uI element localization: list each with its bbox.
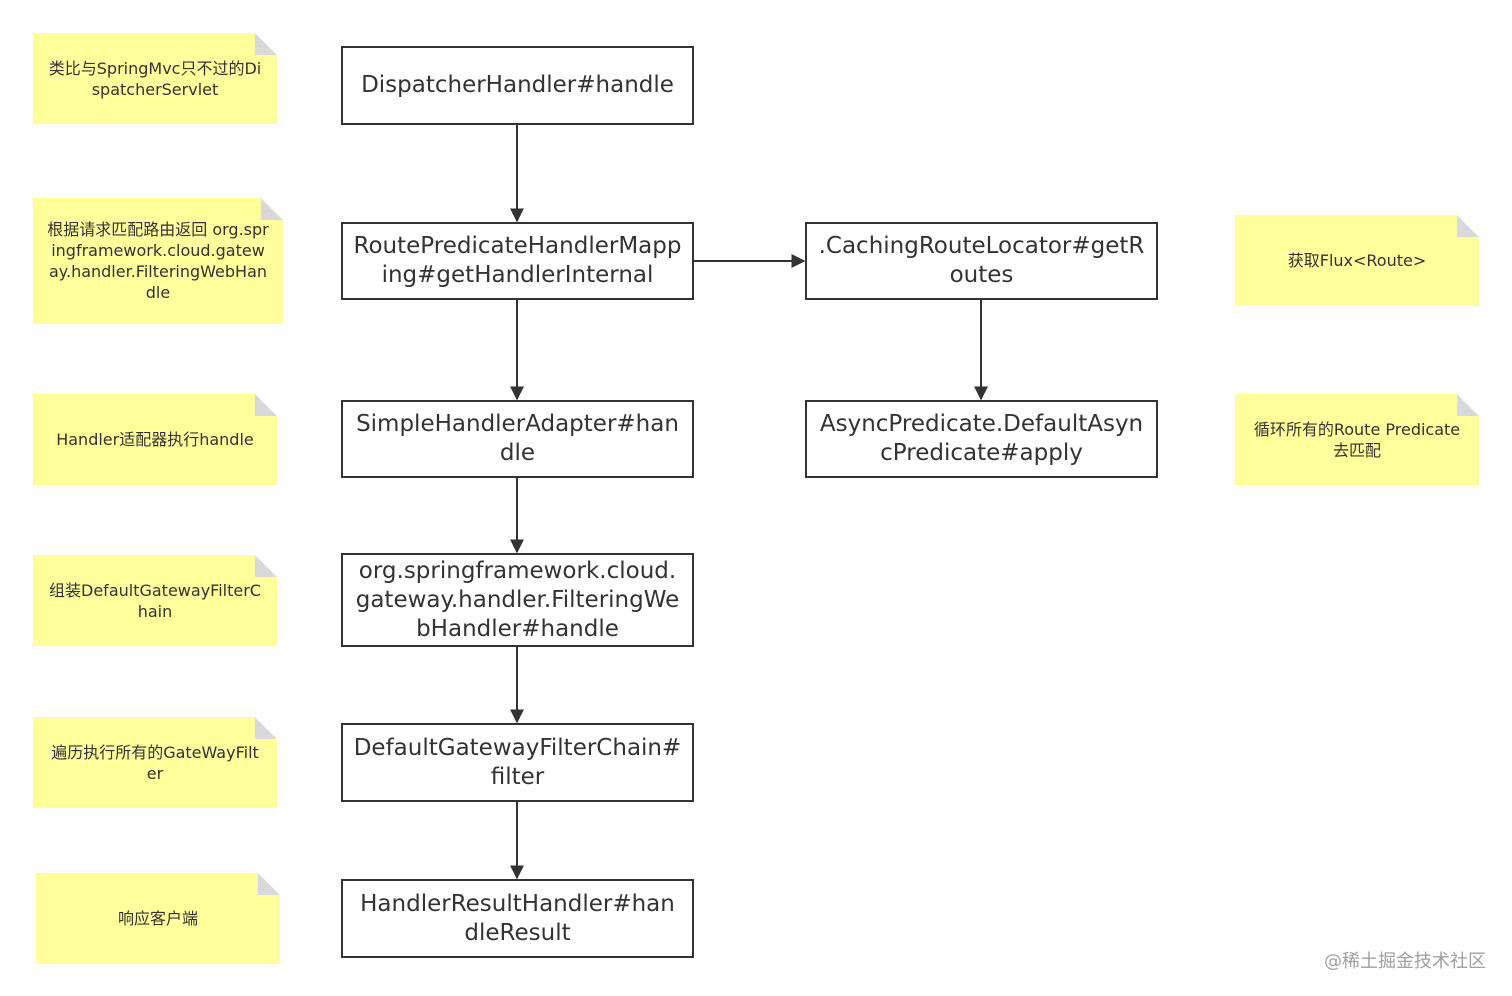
note-text: 组装DefaultGatewayFilterChain bbox=[49, 580, 261, 621]
watermark: @稀土掘金技术社区 bbox=[1324, 951, 1486, 972]
node-filtering-web-handler: org.springframework.cloud.gateway.handle… bbox=[341, 553, 694, 647]
note-respond-client: 响应客户端 bbox=[36, 873, 280, 964]
node-route-predicate-handler-mapping: RoutePredicateHandlerMapping#getHandlerI… bbox=[341, 222, 694, 300]
note-text: 类比与SpringMvc只不过的DispatcherServlet bbox=[48, 58, 262, 99]
node-default-gateway-filter-chain: DefaultGatewayFilterChain#filter bbox=[341, 723, 694, 802]
note-match-route: 根据请求匹配路由返回 org.springframework.cloud.gat… bbox=[33, 198, 283, 324]
note-loop-route-predicates: 循环所有的Route Predicate去匹配 bbox=[1235, 394, 1479, 485]
note-handler-adapter: Handler适配器执行handle bbox=[33, 394, 277, 485]
note-text: Handler适配器执行handle bbox=[56, 430, 254, 449]
node-simple-handler-adapter: SimpleHandlerAdapter#handle bbox=[341, 400, 694, 478]
note-text: 根据请求匹配路由返回 org.springframework.cloud.gat… bbox=[47, 220, 269, 302]
node-dispatcher-handler: DispatcherHandler#handle bbox=[341, 46, 694, 125]
note-dispatcher-servlet: 类比与SpringMvc只不过的DispatcherServlet bbox=[33, 33, 277, 124]
note-get-flux-route: 获取Flux<Route> bbox=[1235, 215, 1479, 306]
note-assemble-filter-chain: 组装DefaultGatewayFilterChain bbox=[33, 555, 277, 646]
node-caching-route-locator: .CachingRouteLocator#getRoutes bbox=[805, 222, 1158, 300]
note-text: 遍历执行所有的GateWayFilter bbox=[51, 742, 259, 783]
node-async-predicate: AsyncPredicate.DefaultAsyncPredicate#app… bbox=[805, 400, 1158, 478]
note-iterate-gateway-filters: 遍历执行所有的GateWayFilter bbox=[33, 717, 277, 808]
note-text: 响应客户端 bbox=[117, 909, 198, 928]
note-text: 获取Flux<Route> bbox=[1287, 251, 1427, 270]
note-text: 循环所有的Route Predicate去匹配 bbox=[1253, 419, 1461, 460]
node-handler-result-handler: HandlerResultHandler#handleResult bbox=[341, 879, 694, 958]
